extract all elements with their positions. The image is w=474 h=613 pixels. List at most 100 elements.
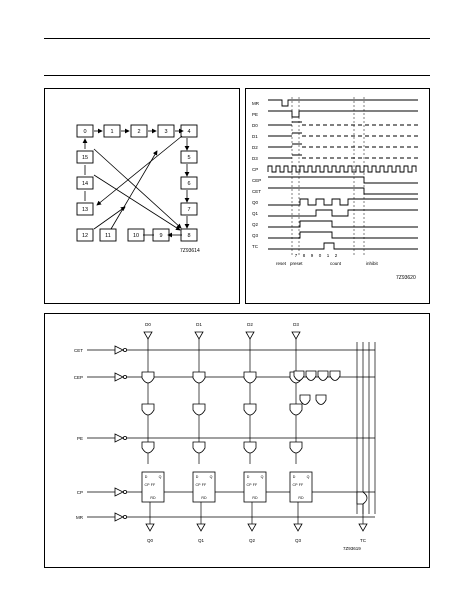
signal-label-d1: D1 [252, 134, 258, 139]
output-buffer-3 [293, 523, 303, 532]
output-buffer-2 [247, 523, 257, 532]
gate-b-3 [289, 403, 303, 416]
gate-b-2 [243, 403, 257, 416]
buffer-bubble-mr [123, 514, 128, 519]
input-label-cp: CP [77, 490, 83, 495]
ff-3-rd: RD [298, 496, 304, 500]
signal-label-d3: D3 [252, 156, 258, 161]
buffer-cet [114, 345, 124, 355]
tc-gate [356, 491, 368, 505]
wave-d2 [268, 143, 302, 148]
buffer-bubble-cet [123, 348, 128, 353]
signal-label-d0: D0 [252, 123, 258, 128]
count-value-0: 7 [295, 253, 298, 258]
ff-0-d: D [145, 475, 148, 479]
buffer-cp [114, 487, 124, 497]
ff-1-cp: CP [196, 483, 202, 487]
input-label-pe: PE [77, 436, 83, 441]
data-buffer-d2 [245, 331, 255, 340]
phase-count: count [330, 261, 342, 266]
wave-pe [268, 110, 418, 118]
signal-label-q3: Q3 [252, 233, 259, 238]
state-label-6: 6 [187, 181, 190, 187]
gate-a-0 [141, 371, 155, 384]
buffer-pe [114, 433, 124, 443]
signal-label-q0: Q0 [252, 200, 259, 205]
state-label-7: 7 [187, 207, 190, 213]
signal-label-q1: Q1 [252, 211, 259, 216]
state-box-3 [157, 124, 175, 138]
ff-1-q: Q [210, 475, 213, 479]
top-rule [44, 38, 430, 40]
state-box-1 [103, 124, 121, 138]
data-buffer-d0 [143, 331, 153, 340]
wave-q3 [268, 231, 418, 239]
signal-label-cet: CET [252, 189, 261, 194]
state-label-1: 1 [110, 129, 113, 135]
state-box-0 [76, 124, 94, 138]
gate-a-2 [243, 371, 257, 384]
timing-figure-code: 7Z93620 [396, 275, 416, 281]
phase-preset: preset [290, 261, 303, 266]
ff-2-q: Q [261, 475, 264, 479]
output-label-q0: Q0 [147, 538, 154, 543]
output-label-q1: Q1 [198, 538, 205, 543]
count-value-4: 1 [327, 253, 330, 258]
signal-label-pe: PE [252, 112, 258, 117]
gate-c-3 [289, 441, 303, 454]
ff-1-d: D [196, 475, 199, 479]
ff-3-q: Q [307, 475, 310, 479]
flip-flop-0 [141, 471, 165, 503]
state-box-2 [130, 124, 148, 138]
gate-b-0 [141, 403, 155, 416]
gate-b-1 [192, 403, 206, 416]
ff-1-ff: FF [202, 483, 207, 487]
signal-label-tc: TC [252, 244, 259, 249]
count-value-2: 9 [311, 253, 314, 258]
ff-3-ff: FF [299, 483, 304, 487]
carry-gate-5 [315, 394, 327, 405]
output-label-q3: Q3 [295, 538, 302, 543]
buffer-bubble-pe [123, 436, 128, 441]
ff-0-q: Q [159, 475, 162, 479]
gate-a-1 [192, 371, 206, 384]
buffer-bubble-cp [123, 489, 128, 494]
state-box-6 [180, 176, 198, 190]
output-buffer-1 [196, 523, 206, 532]
state-label-14: 14 [82, 181, 88, 187]
wave-mr [268, 99, 418, 107]
state-label-9: 9 [159, 233, 162, 239]
tc-buffer [358, 523, 368, 532]
count-value-1: 8 [303, 253, 306, 258]
input-label-cet: CET [74, 348, 83, 353]
carry-gate-4 [299, 394, 311, 405]
wave-cep [268, 176, 418, 184]
state-box-13 [76, 202, 94, 216]
state-label-10: 10 [133, 233, 139, 239]
data-buffer-d3 [291, 331, 301, 340]
wave-q0 [268, 198, 418, 206]
state-box-11 [99, 228, 117, 242]
phase-reset: reset [276, 261, 287, 266]
state-box-12 [76, 228, 94, 242]
wave-cp [267, 165, 417, 173]
signal-label-cep: CEP [252, 178, 261, 183]
state-box-7 [180, 202, 198, 216]
ff-2-d: D [247, 475, 250, 479]
state-label-3: 3 [164, 129, 167, 135]
output-label-q2: Q2 [249, 538, 256, 543]
signal-label-mr: MR [252, 101, 260, 106]
state-label-2: 2 [137, 129, 140, 135]
gate-c-1 [192, 441, 206, 454]
state-box-14 [76, 176, 94, 190]
carry-gate-1 [305, 370, 317, 381]
wave-q2 [268, 220, 418, 228]
ff-0-rd: RD [150, 496, 156, 500]
ff-0-cp: CP [145, 483, 151, 487]
logic-figure-code: 7Z93619 [343, 546, 361, 551]
state-label-12: 12 [82, 233, 88, 239]
output-buffer-0 [145, 523, 155, 532]
